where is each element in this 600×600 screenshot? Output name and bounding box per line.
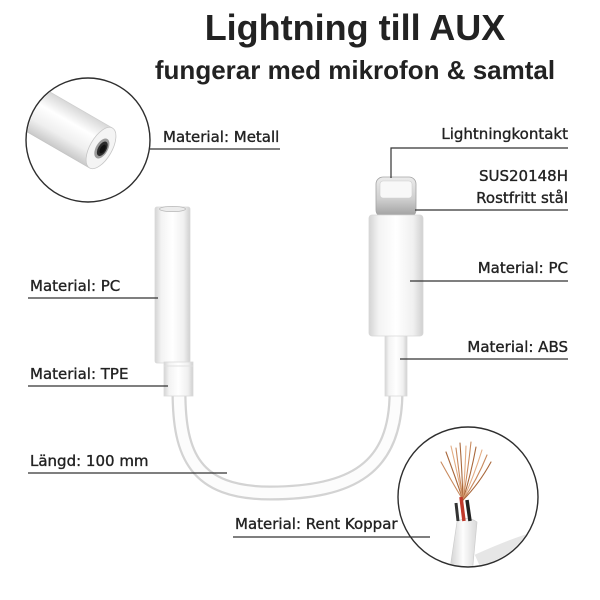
red-wire xyxy=(459,496,466,522)
zoom-circle-copper-bg xyxy=(398,427,538,567)
lightning-contact-panel xyxy=(379,180,413,199)
aux-jack-housing xyxy=(154,206,191,364)
label-jack-housing: Material: PC xyxy=(30,277,121,295)
zoom-jack-hole-depth xyxy=(99,144,106,154)
page-title: Lightning till AUX xyxy=(204,7,506,48)
label-lightning-connector: Lightningkontakt xyxy=(441,125,568,143)
zoom-circle-copper-border xyxy=(397,426,539,568)
aux-jack xyxy=(154,205,194,397)
page-subtitle: fungerar med mikrofon & samtal xyxy=(154,55,556,85)
callout-line-lightningkontakt xyxy=(390,147,568,178)
lightning-plug xyxy=(368,176,424,397)
zoom-circle-jack xyxy=(25,77,151,203)
copper-strand xyxy=(462,454,488,501)
zoom-circle-copper xyxy=(397,426,539,568)
copper-strand xyxy=(462,441,472,501)
label-jack-strain-relief: Material: TPE xyxy=(30,365,129,383)
lightning-strain-relief xyxy=(384,333,408,397)
copper-strand xyxy=(462,446,477,501)
cable xyxy=(171,391,404,501)
label-plug-material-steel: Rostfritt stål xyxy=(476,189,568,207)
callout-lines xyxy=(28,147,568,538)
aux-strain-relief xyxy=(163,361,194,397)
copper-strand xyxy=(462,461,492,501)
copper-strand xyxy=(462,449,483,501)
aux-jack-opening xyxy=(159,205,186,212)
dark-wire xyxy=(454,502,460,522)
label-plug-material-code: SUS20148H xyxy=(478,167,568,185)
zoom-jack-tube-edge-bottom xyxy=(27,117,90,169)
label-lightning-strain-relief: Material: ABS xyxy=(467,338,568,356)
lightning-housing xyxy=(368,214,424,337)
label-jack-tip-material: Material: Metall xyxy=(163,128,280,146)
black-wire xyxy=(465,499,472,522)
copper-strands xyxy=(440,441,492,501)
zoom-circle-jack-border xyxy=(25,77,151,203)
copper-strand xyxy=(440,461,464,501)
label-cable-length: Längd: 100 mm xyxy=(30,452,149,470)
label-cable-core: Material: Rent Koppar xyxy=(235,515,398,533)
label-lightning-housing: Material: PC xyxy=(477,259,569,277)
cable-core-highlight xyxy=(173,391,402,499)
